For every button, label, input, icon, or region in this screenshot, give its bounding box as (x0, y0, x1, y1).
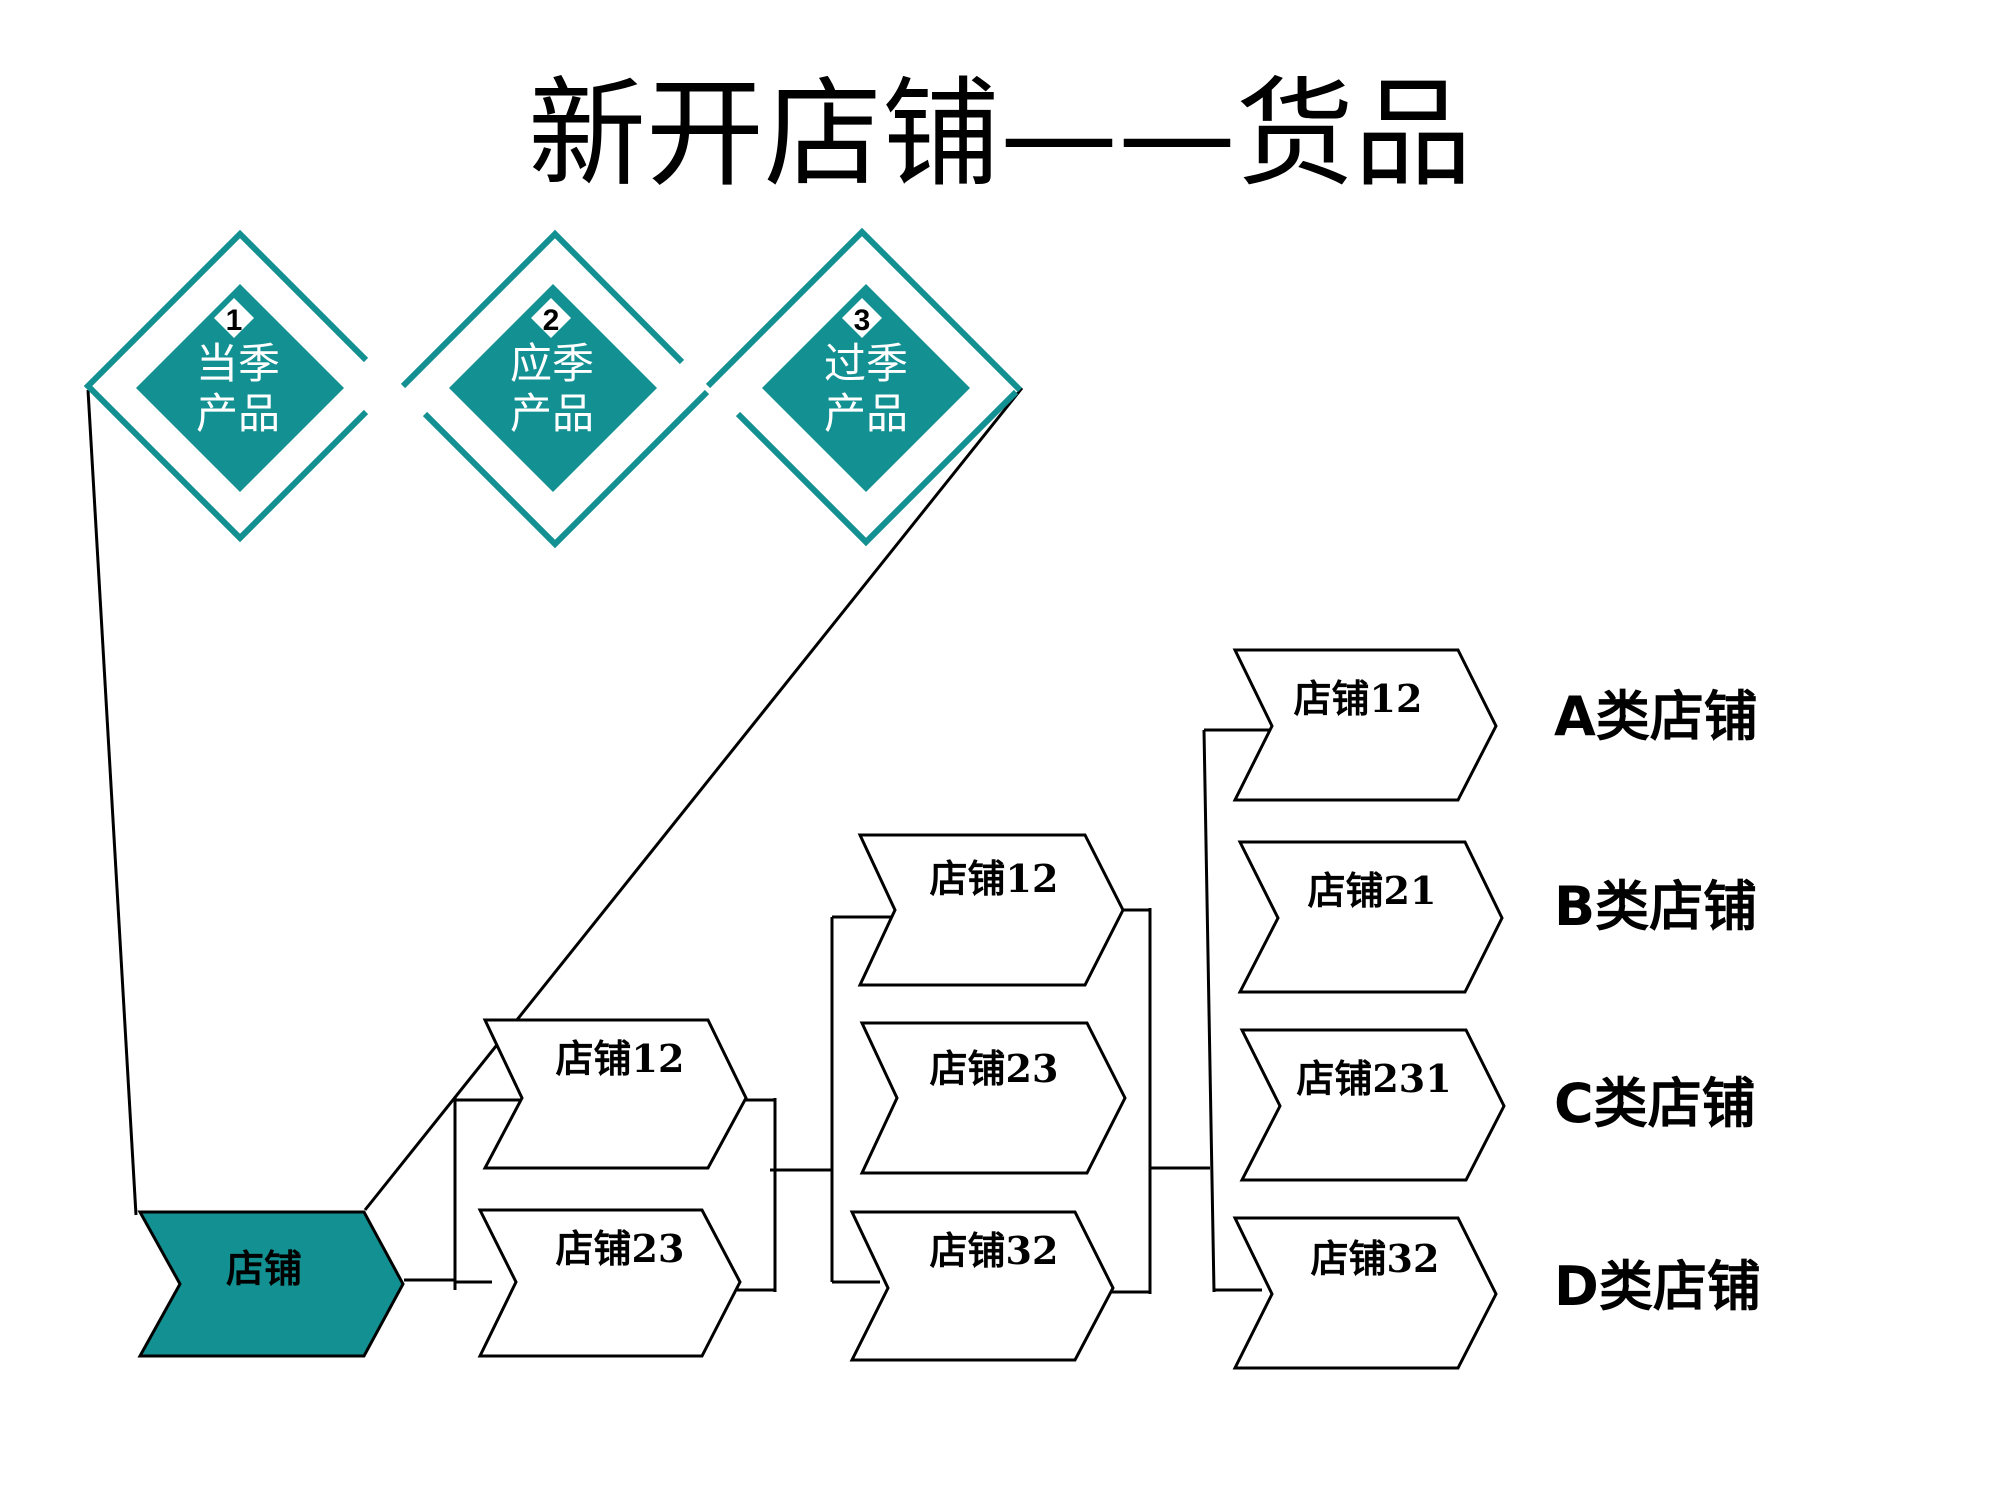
category-label-line1: 过季 (824, 339, 908, 388)
number-marker (842, 298, 882, 338)
diamond-fill (136, 284, 344, 492)
node-label: 店铺32 (930, 1228, 1059, 1273)
root-label: 店铺 (226, 1246, 302, 1291)
root-node: 店铺 (137, 1210, 405, 1358)
number-marker (531, 298, 571, 338)
node-label: 店铺23 (930, 1046, 1059, 1091)
level3-node-4: 店铺32 (1232, 1216, 1498, 1370)
tree-connectors (404, 728, 1270, 1294)
category-label-line2: 产品 (510, 389, 594, 438)
node-label: 店铺12 (930, 856, 1059, 901)
level3-node-2: 店铺21 (1237, 840, 1504, 994)
category-number: 3 (854, 304, 871, 337)
node-label: 店铺12 (556, 1036, 685, 1081)
level3-node-3: 店铺231 (1239, 1028, 1506, 1182)
category-diamond-3: 3 过季 产品 (705, 227, 1023, 547)
category-number: 2 (543, 304, 560, 337)
node-label: 店铺231 (1296, 1056, 1451, 1101)
category-label-line2: 产品 (196, 389, 280, 438)
level2-node-2: 店铺23 (859, 1021, 1127, 1175)
class-label-c: C类店铺 (1554, 1072, 1756, 1135)
diamond-frame-top (400, 229, 685, 389)
diamond-frame-bottom (422, 389, 710, 549)
diamond-fill (449, 284, 657, 492)
category-label-line1: 当季 (196, 339, 280, 388)
diamond-fill (762, 284, 970, 492)
diamond-frame-top (705, 227, 1023, 393)
level2-node-1: 店铺12 (857, 833, 1125, 987)
level3-node-1: 店铺12 (1232, 648, 1498, 802)
class-label-a: A类店铺 (1554, 685, 1758, 748)
class-label-b: B类店铺 (1554, 875, 1757, 938)
level2-node-3: 店铺32 (849, 1210, 1115, 1362)
category-diamond-1: 1 当季 产品 (83, 229, 369, 543)
level1-node-1: 店铺12 (482, 1018, 748, 1170)
page-title: 新开店铺——货品 (528, 65, 1472, 203)
node-label: 店铺12 (1294, 676, 1423, 721)
number-marker (214, 298, 254, 338)
category-label-line2: 产品 (824, 389, 908, 438)
level1-node-2: 店铺23 (477, 1208, 742, 1358)
node-label: 店铺21 (1308, 868, 1437, 913)
node-label: 店铺32 (1311, 1236, 1440, 1281)
diamond-frame (83, 229, 369, 543)
category-label-line1: 应季 (510, 339, 594, 388)
diamond-frame-bottom (735, 389, 1019, 547)
funnel-lines (86, 387, 1024, 1216)
node-label: 店铺23 (556, 1226, 685, 1271)
class-label-d: D类店铺 (1554, 1255, 1761, 1318)
category-number: 1 (226, 304, 243, 337)
category-diamond-2: 2 应季 产品 (400, 229, 710, 549)
